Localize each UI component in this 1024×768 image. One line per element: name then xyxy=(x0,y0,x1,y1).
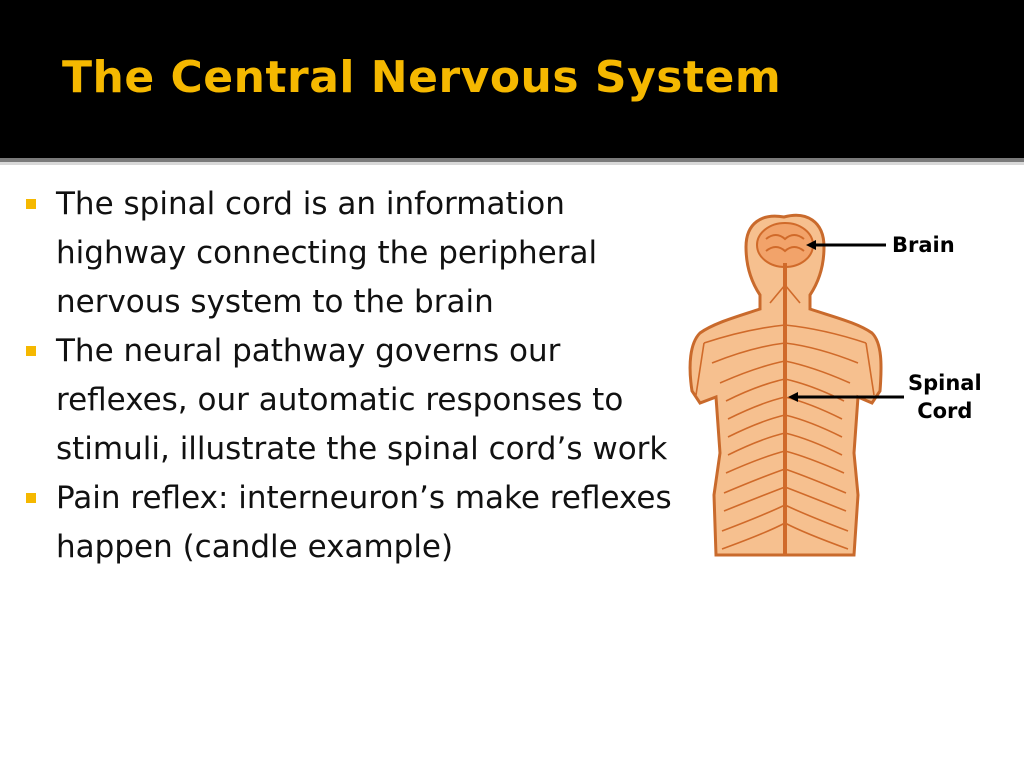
spinal-label-line2: Cord xyxy=(917,399,973,423)
bullet-square-icon xyxy=(26,199,36,209)
human-body-illustration xyxy=(688,213,904,557)
bullet-list: The spinal cord is an information highwa… xyxy=(22,180,692,572)
brain-label-text: Brain xyxy=(892,233,955,257)
bullet-square-icon xyxy=(26,493,36,503)
brain-shape xyxy=(756,222,814,268)
bullet-item: The spinal cord is an information highwa… xyxy=(22,180,692,327)
title-divider-highlight xyxy=(0,162,1024,165)
nervous-system-figure: Brain Spinal Cord xyxy=(686,205,986,565)
bullet-item: Pain reflex: interneuron’s make reflexes… xyxy=(22,474,692,572)
bullet-square-icon xyxy=(26,346,36,356)
brain-label: Brain xyxy=(892,231,955,259)
slide-title: The Central Nervous System xyxy=(62,52,782,103)
title-bar: The Central Nervous System xyxy=(0,0,1024,158)
spinal-cord-arrowhead-icon xyxy=(788,392,798,402)
nerve-branches xyxy=(695,284,875,550)
bullet-text: Pain reflex: interneuron’s make reflexes… xyxy=(56,480,672,565)
bullet-text: The neural pathway governs our reflexes,… xyxy=(56,333,668,467)
brain-arrowhead-icon xyxy=(806,240,816,250)
bullet-text: The spinal cord is an information highwa… xyxy=(56,186,598,320)
spinal-label-line1: Spinal xyxy=(908,371,982,395)
spinal-cord-label: Spinal Cord xyxy=(908,369,982,425)
title-divider xyxy=(0,158,1024,162)
bullet-item: The neural pathway governs our reflexes,… xyxy=(22,327,692,474)
